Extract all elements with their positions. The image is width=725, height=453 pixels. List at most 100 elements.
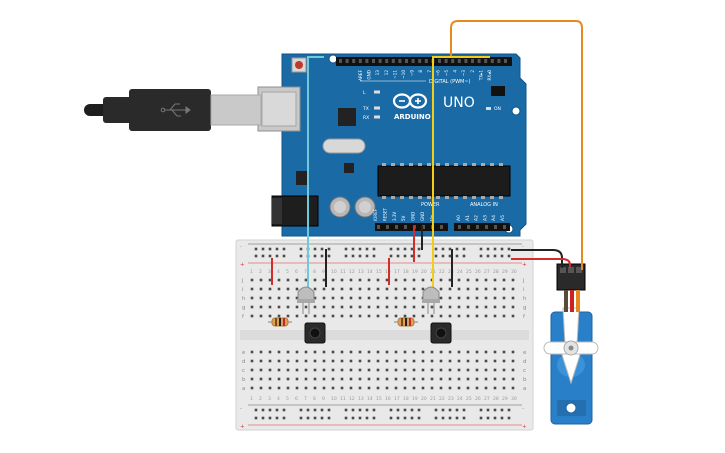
- rail-hole[interactable]: [448, 408, 452, 412]
- rail-hole[interactable]: [389, 408, 393, 412]
- rail-hole[interactable]: [275, 416, 279, 420]
- breadboard-hole[interactable]: [286, 359, 290, 363]
- breadboard-hole[interactable]: [457, 350, 461, 354]
- breadboard-hole[interactable]: [394, 305, 398, 309]
- breadboard-hole[interactable]: [277, 314, 281, 318]
- pushbutton-icon[interactable]: [430, 322, 452, 344]
- breadboard-hole[interactable]: [340, 386, 344, 390]
- breadboard-hole[interactable]: [349, 296, 353, 300]
- rail-hole[interactable]: [327, 254, 331, 258]
- breadboard-hole[interactable]: [502, 314, 506, 318]
- breadboard-hole[interactable]: [340, 278, 344, 282]
- breadboard-hole[interactable]: [340, 350, 344, 354]
- breadboard-hole[interactable]: [403, 296, 407, 300]
- breadboard-hole[interactable]: [457, 278, 461, 282]
- led-icon[interactable]: [422, 286, 440, 314]
- breadboard-hole[interactable]: [502, 386, 506, 390]
- breadboard-hole[interactable]: [295, 377, 299, 381]
- rail-hole[interactable]: [365, 408, 369, 412]
- rail-hole[interactable]: [486, 254, 490, 258]
- breadboard-hole[interactable]: [349, 359, 353, 363]
- breadboard-hole[interactable]: [475, 368, 479, 372]
- breadboard-hole[interactable]: [502, 350, 506, 354]
- breadboard-hole[interactable]: [511, 305, 515, 309]
- breadboard-hole[interactable]: [259, 278, 263, 282]
- breadboard-hole[interactable]: [295, 287, 299, 291]
- breadboard-hole[interactable]: [340, 287, 344, 291]
- breadboard-hole[interactable]: [502, 305, 506, 309]
- rail-hole[interactable]: [282, 416, 286, 420]
- rail-hole[interactable]: [261, 416, 265, 420]
- breadboard-hole[interactable]: [304, 278, 308, 282]
- rail-hole[interactable]: [410, 408, 414, 412]
- breadboard-hole[interactable]: [367, 386, 371, 390]
- rail-hole[interactable]: [344, 254, 348, 258]
- breadboard-hole[interactable]: [322, 287, 326, 291]
- rail-hole[interactable]: [462, 408, 466, 412]
- breadboard-hole[interactable]: [484, 368, 488, 372]
- breadboard-hole[interactable]: [439, 278, 443, 282]
- breadboard-hole[interactable]: [304, 386, 308, 390]
- rail-hole[interactable]: [507, 408, 511, 412]
- breadboard-hole[interactable]: [403, 278, 407, 282]
- breadboard-hole[interactable]: [403, 359, 407, 363]
- rail-hole[interactable]: [254, 254, 258, 258]
- breadboard-hole[interactable]: [331, 377, 335, 381]
- breadboard-hole[interactable]: [466, 350, 470, 354]
- breadboard-hole[interactable]: [439, 296, 443, 300]
- breadboard-hole[interactable]: [412, 305, 416, 309]
- breadboard-hole[interactable]: [457, 287, 461, 291]
- rail-hole[interactable]: [389, 416, 393, 420]
- rail-hole[interactable]: [448, 416, 452, 420]
- breadboard-hole[interactable]: [412, 296, 416, 300]
- breadboard-hole[interactable]: [295, 359, 299, 363]
- breadboard-hole[interactable]: [259, 377, 263, 381]
- rail-hole[interactable]: [493, 408, 497, 412]
- breadboard-hole[interactable]: [466, 314, 470, 318]
- breadboard-hole[interactable]: [511, 287, 515, 291]
- breadboard-hole[interactable]: [511, 386, 515, 390]
- breadboard-hole[interactable]: [484, 377, 488, 381]
- breadboard-hole[interactable]: [376, 278, 380, 282]
- rail-hole[interactable]: [441, 416, 445, 420]
- breadboard-hole[interactable]: [511, 278, 515, 282]
- breadboard-hole[interactable]: [367, 350, 371, 354]
- breadboard-hole[interactable]: [313, 377, 317, 381]
- breadboard-hole[interactable]: [349, 377, 353, 381]
- breadboard-hole[interactable]: [502, 359, 506, 363]
- rail-hole[interactable]: [275, 254, 279, 258]
- breadboard-hole[interactable]: [439, 359, 443, 363]
- rail-hole[interactable]: [372, 254, 376, 258]
- breadboard-hole[interactable]: [457, 377, 461, 381]
- breadboard-hole[interactable]: [250, 350, 254, 354]
- breadboard-hole[interactable]: [412, 287, 416, 291]
- breadboard-hole[interactable]: [421, 314, 425, 318]
- breadboard-hole[interactable]: [394, 377, 398, 381]
- breadboard-hole[interactable]: [322, 305, 326, 309]
- breadboard-hole[interactable]: [457, 386, 461, 390]
- breadboard-hole[interactable]: [313, 386, 317, 390]
- breadboard-hole[interactable]: [322, 278, 326, 282]
- breadboard-hole[interactable]: [484, 314, 488, 318]
- breadboard-hole[interactable]: [412, 377, 416, 381]
- breadboard-hole[interactable]: [286, 350, 290, 354]
- breadboard-hole[interactable]: [457, 296, 461, 300]
- rail-hole[interactable]: [396, 408, 400, 412]
- breadboard-hole[interactable]: [484, 278, 488, 282]
- rail-hole[interactable]: [493, 254, 497, 258]
- rail-hole[interactable]: [268, 416, 272, 420]
- breadboard-hole[interactable]: [484, 350, 488, 354]
- breadboard-hole[interactable]: [250, 278, 254, 282]
- breadboard-hole[interactable]: [340, 368, 344, 372]
- pushbutton-cap[interactable]: [309, 327, 321, 339]
- rail-hole[interactable]: [313, 416, 317, 420]
- breadboard-hole[interactable]: [349, 368, 353, 372]
- wire-yellow-button2[interactable]: [432, 56, 490, 295]
- breadboard-hole[interactable]: [268, 314, 272, 318]
- breadboard-hole[interactable]: [394, 368, 398, 372]
- breadboard-hole[interactable]: [457, 305, 461, 309]
- breadboard-hole[interactable]: [367, 305, 371, 309]
- breadboard-hole[interactable]: [376, 350, 380, 354]
- wire-black-servo-gnd[interactable]: [511, 249, 563, 268]
